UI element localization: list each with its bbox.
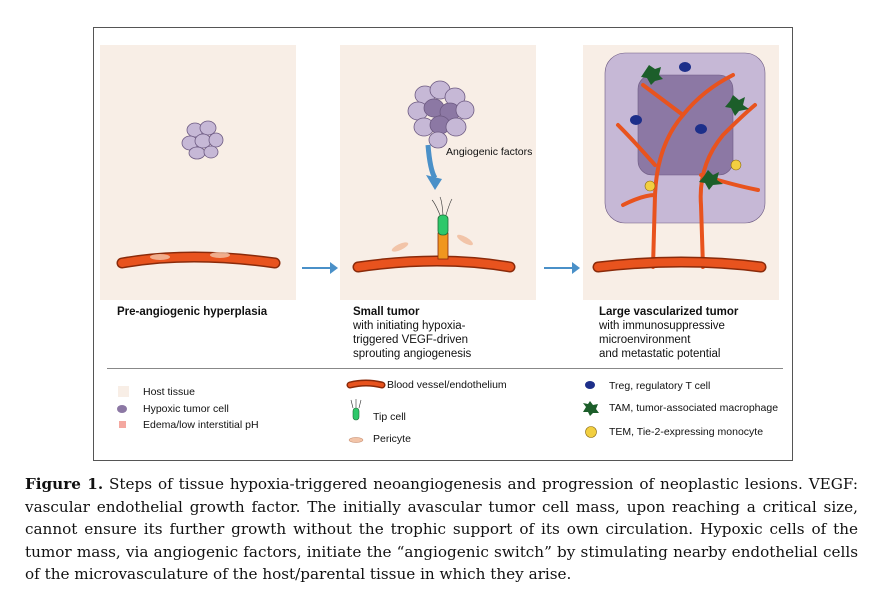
- angiogenic-label: Angiogenic factors: [446, 146, 532, 158]
- arrow-right-icon: [544, 262, 580, 274]
- edema-swatch: [119, 421, 126, 428]
- figure-label: Figure 1.: [25, 475, 104, 493]
- tem-icon: [585, 426, 597, 438]
- treg-icon: [585, 381, 595, 389]
- legend-blood-vessel: Blood vessel/endothelium: [387, 379, 507, 391]
- panel-3-label: Large vascularized tumor with immunosupp…: [599, 305, 738, 361]
- legend-tip-cell: Tip cell: [373, 411, 406, 423]
- legend: [107, 368, 783, 457]
- tam-cells: [641, 65, 749, 190]
- panel-subtitle: microenvironment: [599, 334, 691, 346]
- legend-tam: TAM, tumor-associated macrophage: [609, 402, 779, 414]
- panel-subtitle: triggered VEGF-driven: [353, 334, 469, 346]
- panel-3-illustration: [592, 52, 767, 273]
- panel-small-tumor: Angiogenic factors: [340, 45, 536, 300]
- arrow-right-icon: [302, 262, 338, 274]
- panel-2-label: Small tumor with initiating hypoxia- tri…: [353, 305, 471, 361]
- caption-text: Steps of tissue hypoxia-triggered neoang…: [25, 475, 859, 583]
- tam-icon: [583, 401, 599, 416]
- legend-tem: TEM, Tie-2-expressing monocyte: [609, 426, 764, 438]
- blood-vessel: [116, 251, 281, 269]
- small-cell-cluster: [181, 120, 224, 160]
- legend-edema: Edema/low interstitial pH: [143, 419, 259, 431]
- panel-2-illustration: Angiogenic factors: [352, 80, 532, 273]
- angiogenic-arrow: [425, 144, 438, 180]
- legend-hypoxic-cell: Hypoxic tumor cell: [143, 403, 229, 415]
- panel-1-illustration: [116, 120, 281, 269]
- treg-cells: [630, 62, 707, 134]
- sprout: [437, 232, 449, 260]
- legend-host-tissue: Host tissue: [143, 386, 195, 398]
- tumor-cluster: [407, 80, 475, 149]
- panel-subtitle: with immunosuppressive: [599, 320, 725, 332]
- panel-title: Small tumor: [353, 306, 420, 318]
- legend-treg: Treg, regulatory T cell: [609, 380, 711, 392]
- angiogenic-arrowhead: [426, 175, 442, 190]
- pericyte-icon: [348, 437, 364, 443]
- panel-1-label: Pre-angiogenic hyperplasia: [117, 305, 267, 319]
- panel-subtitle: sprouting angiogenesis: [353, 348, 472, 360]
- panel-title: Pre-angiogenic hyperplasia: [117, 306, 268, 318]
- panel-large-tumor: [583, 45, 779, 300]
- legend-pericyte: Pericyte: [373, 433, 411, 445]
- blood-vessel: [352, 196, 516, 273]
- blood-vessel: [592, 256, 767, 273]
- tip-cell-icon: [350, 399, 362, 421]
- figure-caption: Figure 1. Steps of tissue hypoxia-trigge…: [25, 473, 858, 586]
- host-tissue-swatch: [118, 386, 129, 397]
- tip-cell: [437, 214, 449, 236]
- hypoxic-cell-icon: [117, 405, 127, 413]
- panel-title: Large vascularized tumor: [599, 306, 739, 318]
- blood-vessel-icon: [346, 379, 386, 389]
- tem-cells: [644, 159, 742, 192]
- panel-subtitle: and metastatic potential: [599, 348, 721, 360]
- panel-subtitle: with initiating hypoxia-: [353, 320, 466, 332]
- panel-pre-angiogenic: [100, 45, 296, 300]
